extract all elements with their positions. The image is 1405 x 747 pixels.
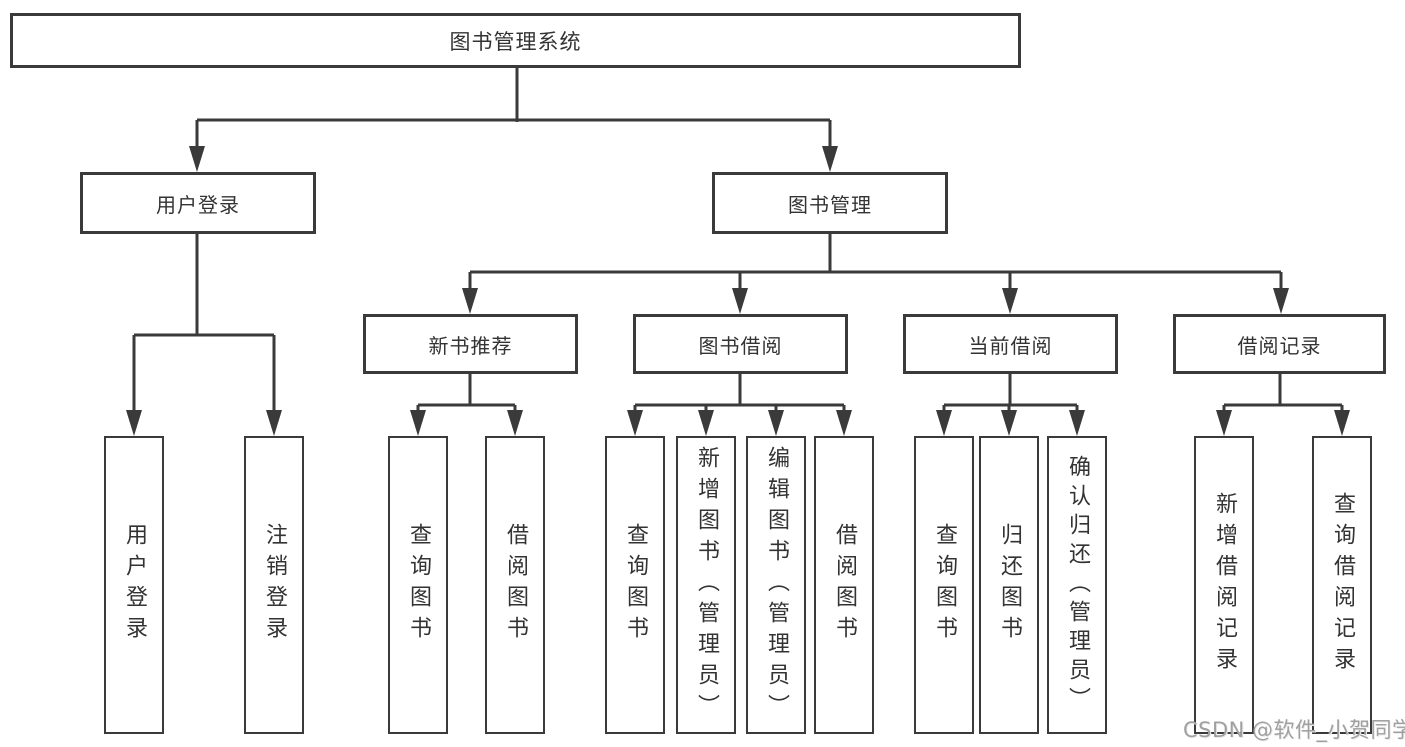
node-new-book-recommend-label: 新书推荐 <box>428 333 513 358</box>
leaf-query-borrow-record-label: 查询借阅记录 <box>1330 492 1355 678</box>
csdn-watermark: CSDN @软件_小贺同学 <box>1183 718 1405 742</box>
leaf-query-book-current: 查询图书 <box>914 436 974 734</box>
node-book-management-label: 图书管理 <box>788 192 872 217</box>
leaf-edit-book-admin: 编辑图书（管理员） <box>746 436 806 734</box>
leaf-confirm-return-admin-label: 确认归还（管理员） <box>1065 454 1090 716</box>
leaf-query-borrow-record: 查询借阅记录 <box>1312 436 1372 734</box>
connector-current-borrow-to-leaves <box>942 374 1079 416</box>
leaf-borrow-book-recommend: 借阅图书 <box>485 436 545 734</box>
node-book-borrowing: 图书借阅 <box>633 314 848 374</box>
node-user-login-label: 用户登录 <box>156 192 240 217</box>
node-new-book-recommend: 新书推荐 <box>363 314 578 374</box>
connector-new-book-rec-to-leaves <box>416 374 517 416</box>
leaf-borrow-book-label: 借阅图书 <box>832 523 857 647</box>
node-borrowing-records: 借阅记录 <box>1173 314 1386 374</box>
leaf-logout-label: 注销登录 <box>262 523 287 647</box>
leaf-user-login: 用户登录 <box>104 436 164 734</box>
connector-book-borrow-to-leaves <box>633 374 846 416</box>
leaf-query-book-recommend: 查询图书 <box>388 436 448 734</box>
leaf-return-book-label: 归还图书 <box>997 523 1022 647</box>
leaf-query-book-borrowing: 查询图书 <box>605 436 665 734</box>
leaf-confirm-return-admin: 确认归还（管理员） <box>1047 436 1107 734</box>
leaf-edit-book-admin-label: 编辑图书（管理员） <box>764 445 789 725</box>
connector-user-login-to-leaves <box>132 234 276 416</box>
leaf-add-book-admin-label: 新增图书（管理员） <box>694 445 719 725</box>
leaf-user-login-label: 用户登录 <box>122 523 147 647</box>
node-root-system-label: 图书管理系统 <box>449 29 582 54</box>
leaf-add-borrow-record-label: 新增借阅记录 <box>1212 492 1237 678</box>
node-book-borrowing-label: 图书借阅 <box>698 333 783 358</box>
node-book-management: 图书管理 <box>712 172 948 234</box>
node-borrowing-records-label: 借阅记录 <box>1237 333 1322 358</box>
leaf-add-book-admin: 新增图书（管理员） <box>676 436 736 734</box>
leaf-add-borrow-record: 新增借阅记录 <box>1194 436 1254 734</box>
leaf-query-book-borrowing-label: 查询图书 <box>623 523 648 647</box>
node-current-borrowing-label: 当前借阅 <box>968 333 1053 358</box>
leaf-borrow-book-recommend-label: 借阅图书 <box>503 523 528 647</box>
connector-root-to-level2 <box>195 66 832 152</box>
leaf-query-book-recommend-label: 查询图书 <box>406 523 431 647</box>
connector-borrow-record-to-leaves <box>1222 374 1344 416</box>
leaf-return-book: 归还图书 <box>979 436 1039 734</box>
node-root-system: 图书管理系统 <box>10 13 1021 68</box>
connector-book-mgmt-to-level3 <box>468 234 1283 294</box>
node-current-borrowing: 当前借阅 <box>903 314 1118 374</box>
leaf-query-book-current-label: 查询图书 <box>932 523 957 647</box>
leaf-logout: 注销登录 <box>244 436 304 734</box>
node-user-login: 用户登录 <box>80 172 316 234</box>
leaf-borrow-book: 借阅图书 <box>814 436 874 734</box>
